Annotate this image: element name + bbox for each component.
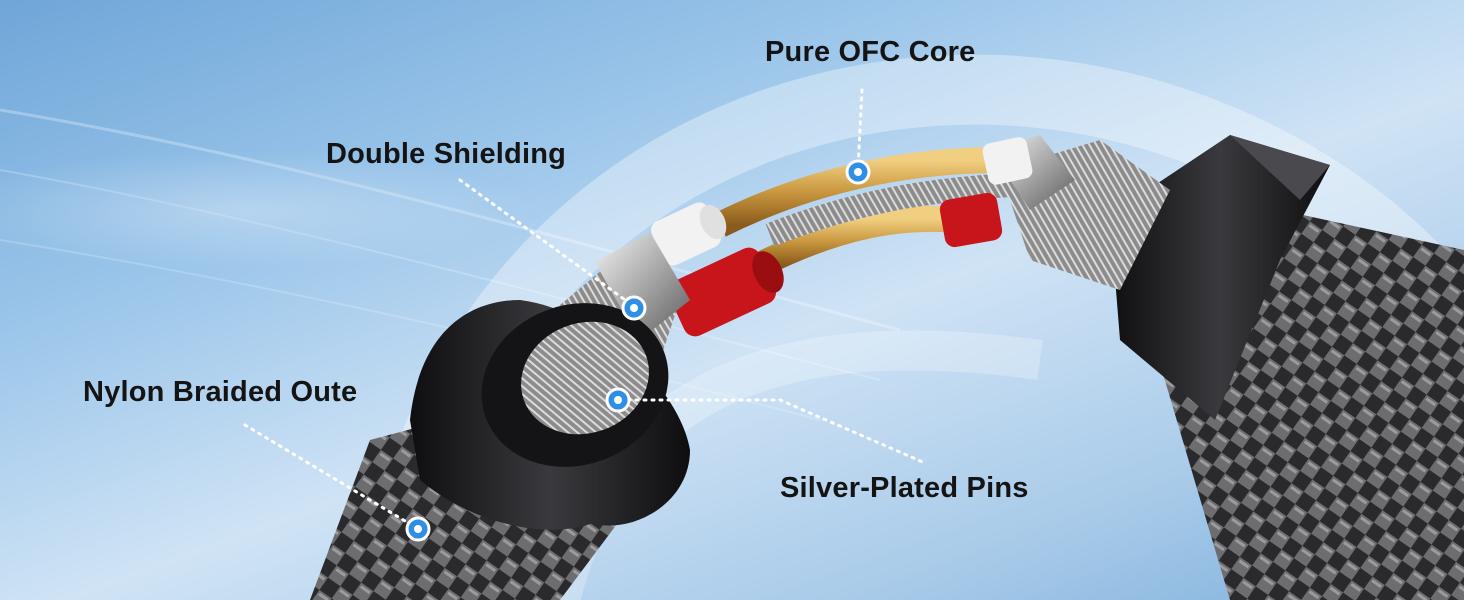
label-shielding: Double Shielding — [326, 138, 567, 170]
right-cable-end — [990, 135, 1464, 600]
marker-jacket — [405, 516, 431, 542]
label-pins: Silver-Plated Pins — [780, 472, 1029, 504]
leader-lines — [243, 88, 927, 529]
label-core: Pure OFC Core — [765, 36, 976, 68]
marker-pins — [605, 387, 631, 413]
label-jacket: Nylon Braided Oute — [83, 376, 358, 408]
marker-core — [845, 159, 871, 185]
marker-shielding — [621, 295, 647, 321]
left-cable-end — [310, 232, 690, 600]
